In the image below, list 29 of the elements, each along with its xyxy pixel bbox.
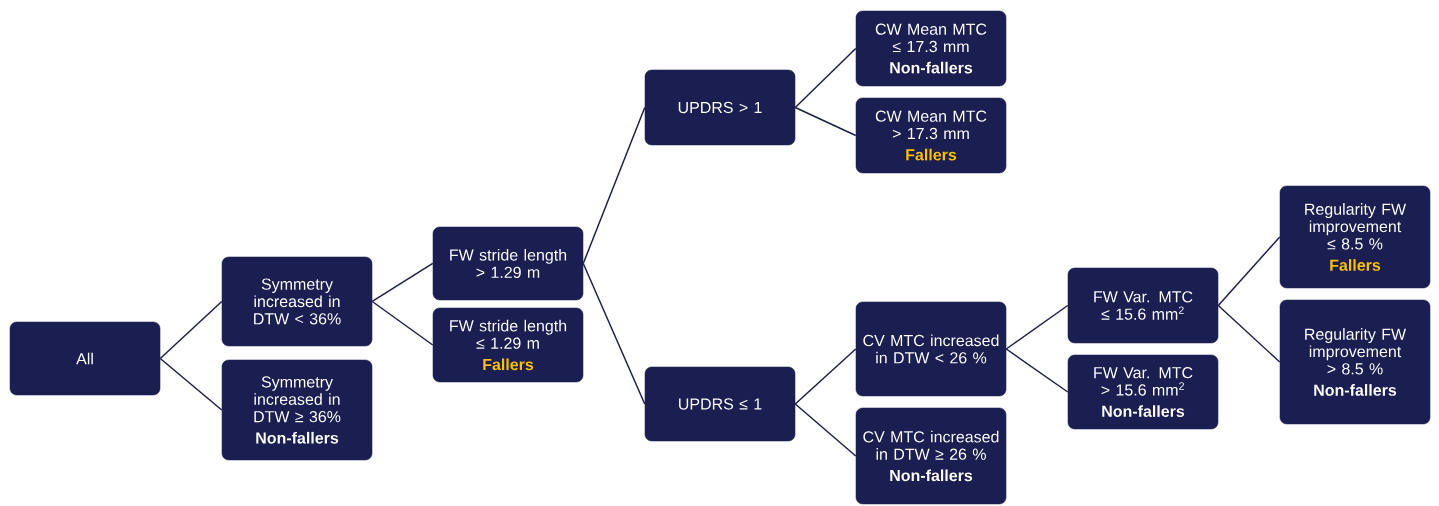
decision-box: CW Mean MTC ≤ 17.3 mm Non-fallers <box>855 10 1007 87</box>
decision-box: Regularity FW improvement ≤ 8.5 % Fallers <box>1279 185 1431 289</box>
connector-line <box>794 106 857 137</box>
connector-line <box>582 262 646 405</box>
decision-box: FW Var. MTC > 15.6 mm$^{2}$ Non-fallers <box>1067 354 1219 430</box>
decision-box: CV MTC increased in DTW < 26 % <box>855 301 1007 397</box>
decision-box: Symmetry increased in DTW ≥ 36% Non-fallers <box>221 359 373 461</box>
connector-line <box>582 106 646 265</box>
connector-line <box>1217 304 1281 363</box>
connector-line <box>794 348 857 405</box>
connector-line <box>371 262 434 303</box>
decision-box: CW Mean MTC > 17.3 mm Fallers <box>855 97 1007 174</box>
decision-box: CV MTC increased in DTW ≥ 26 % Non-fallers <box>855 407 1007 505</box>
decision-box: FW stride length > 1.29 m <box>432 226 584 301</box>
connector-line <box>159 357 223 411</box>
connector-line <box>159 300 223 360</box>
decision-box: FW stride length ≤ 1.29 m Fallers <box>432 307 584 383</box>
decision-box: Symmetry increased in DTW < 36% <box>221 256 373 347</box>
decision-box: Regularity FW improvement > 8.5 % Non-fallers <box>1279 299 1431 425</box>
decision-box: All <box>9 321 161 396</box>
connector-line <box>1005 304 1069 350</box>
connector-line <box>371 300 434 346</box>
decision-box: UPDRS ≤ 1 <box>644 366 796 442</box>
decision-box: UPDRS > 1 <box>644 69 796 146</box>
connector-line <box>1005 348 1069 393</box>
connector-line <box>1217 236 1281 307</box>
connector-line <box>794 403 857 457</box>
connector-line <box>794 47 857 109</box>
decision-box: FW Var. MTC ≤ 15.6 mm$^{2}$ <box>1067 267 1219 344</box>
